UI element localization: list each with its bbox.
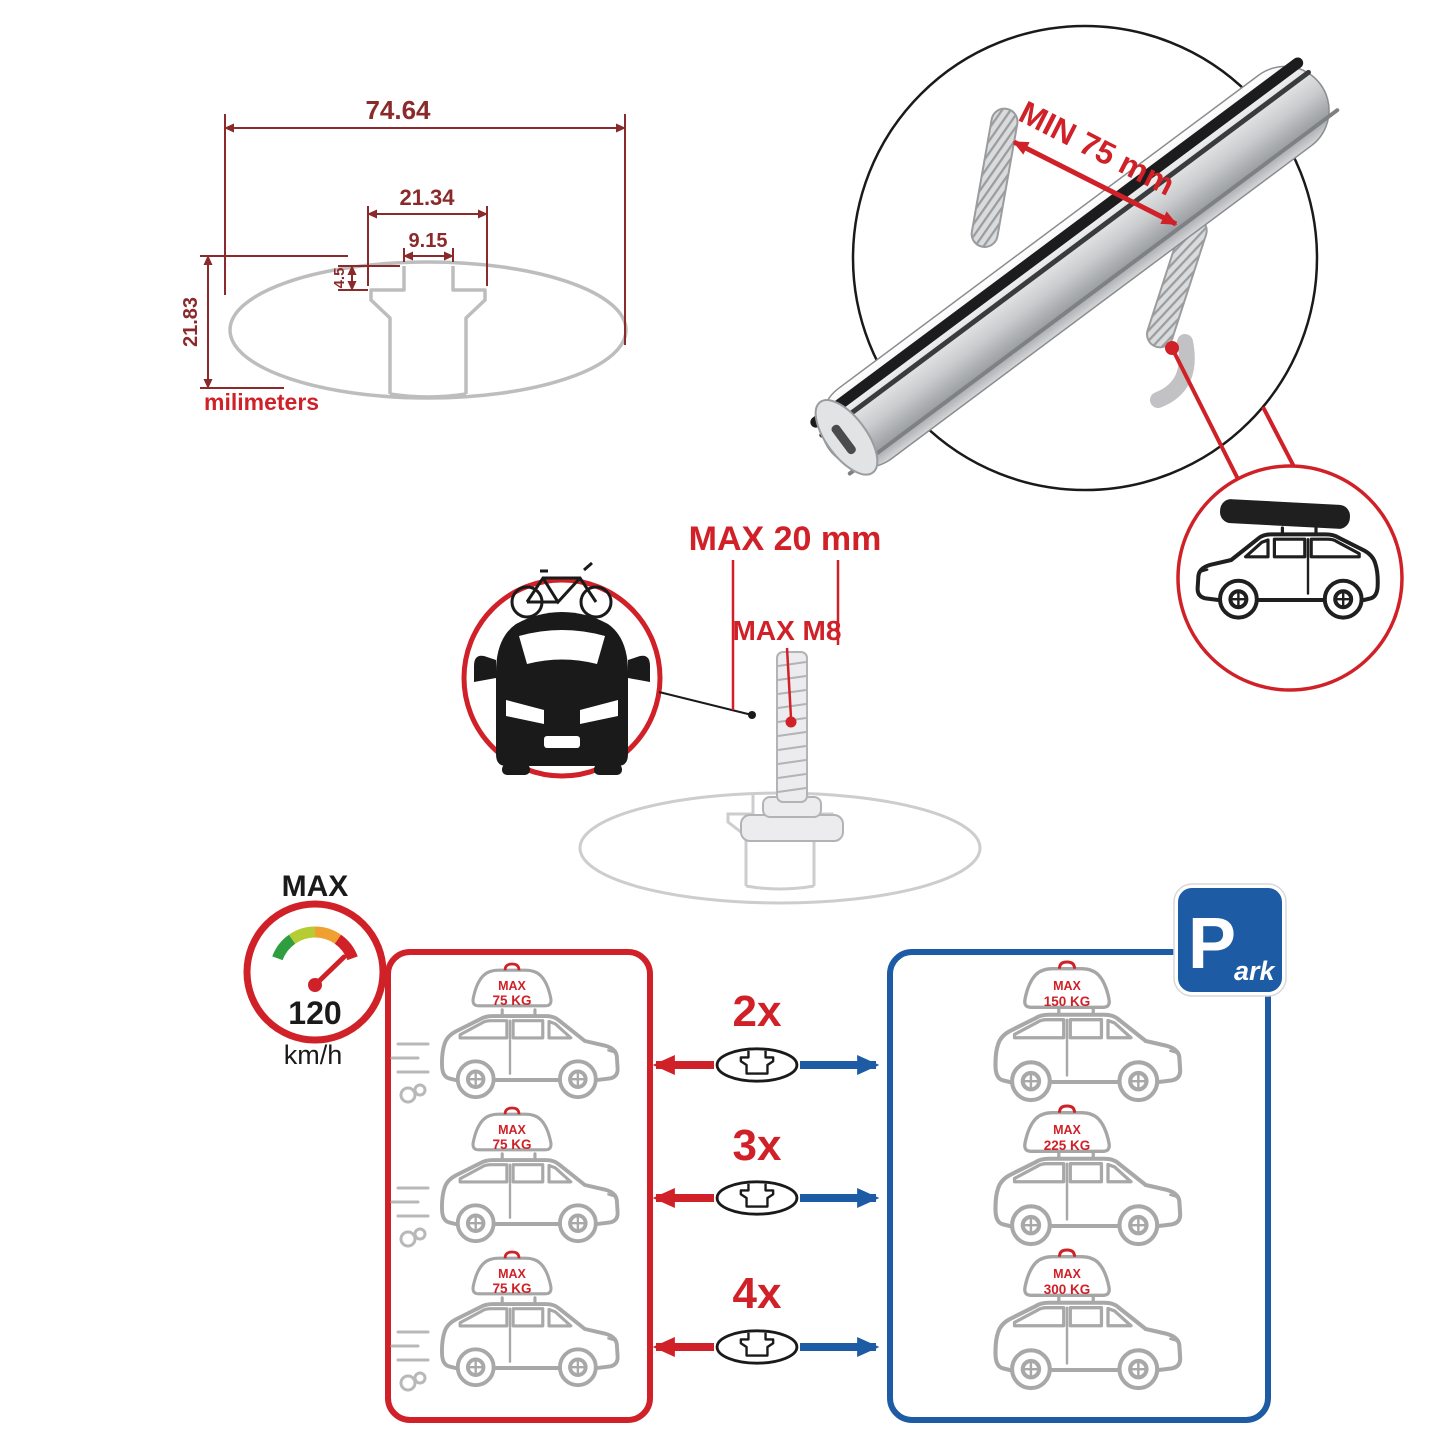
park-letter: P	[1188, 904, 1236, 984]
dim-slot-width: 9.15	[409, 230, 448, 252]
motion-lines	[390, 1042, 430, 1104]
bar-profile-icon	[715, 1180, 799, 1216]
units-label: milimeters	[204, 389, 319, 415]
leader-line	[785, 647, 793, 719]
parked-car-row: MAX 300 KG	[995, 1248, 1180, 1388]
park-rest: ark	[1234, 956, 1277, 986]
bag-max-label: MAX	[498, 1123, 526, 1137]
bag-kg-label: 150 KG	[1044, 994, 1091, 1009]
bolt-diagram: MAX 20 mm MAX M8	[578, 520, 982, 905]
bag-kg-label: 75 KG	[492, 1137, 531, 1152]
profile-channel	[369, 266, 487, 399]
bag-kg-label: 75 KG	[492, 1281, 531, 1296]
bar-count-row: 3x	[652, 1121, 880, 1216]
profile-ellipse	[228, 260, 628, 400]
driving-panel: MAX 75 KG MAX 75 KG	[385, 949, 653, 1423]
bar-count-label: 3x	[733, 1121, 782, 1170]
cross-section-diagram: 74.64 21.34 9.15 4.5 21.83 milimeters	[180, 95, 628, 415]
bag-max-label: MAX	[1053, 1267, 1081, 1281]
bag-max-label: MAX	[1053, 979, 1081, 993]
bag-max-label: MAX	[498, 979, 526, 993]
roofbox-car-badge	[1176, 464, 1404, 692]
park-sign: P ark	[1173, 883, 1287, 997]
dim-slot-depth: 4.5	[331, 268, 348, 289]
bicycle-icon	[510, 561, 613, 619]
motion-lines	[390, 1330, 430, 1392]
bag-kg-label: 75 KG	[492, 993, 531, 1008]
dim-channel-width: 21.34	[399, 185, 455, 210]
bar-count-label: 4x	[733, 1269, 782, 1318]
max-length-label: MAX 20 mm	[689, 520, 882, 558]
bar-count-row: 4x	[652, 1269, 880, 1365]
parked-car-row: MAX 150 KG	[995, 960, 1180, 1100]
leader-dot	[748, 711, 756, 719]
gauge-value: 120	[288, 995, 341, 1031]
parked-car-row: MAX 225 KG	[995, 1104, 1180, 1244]
crossbar	[810, 57, 1340, 476]
min-distance-arrow	[1012, 139, 1178, 227]
bag-kg-label: 300 KG	[1044, 1282, 1091, 1297]
driving-car-row: MAX 75 KG	[390, 1250, 620, 1392]
bar-profile-icon	[715, 1329, 799, 1365]
gauge-pivot	[308, 978, 322, 992]
car-front-icon	[474, 612, 650, 775]
speed-limit-gauge: MAX 120 km/h	[243, 870, 387, 1070]
roof-box-icon	[1220, 499, 1350, 529]
gauge-unit: km/h	[284, 1040, 343, 1070]
bag-max-label: MAX	[1053, 1123, 1081, 1137]
bar-count-label: 2x	[733, 987, 782, 1036]
bike-car-badge	[461, 561, 756, 779]
clamp-strap	[970, 107, 1208, 408]
gauge-arc	[272, 926, 358, 961]
max-thread-label: MAX M8	[733, 615, 842, 646]
bar-render: MIN 75 mm	[810, 24, 1404, 692]
zoom-circle	[851, 24, 1319, 492]
dim-total-width: 74.64	[365, 95, 431, 125]
bag-max-label: MAX	[498, 1267, 526, 1281]
dim-total-height: 21.83	[180, 297, 202, 347]
driving-car-row: MAX 75 KG	[390, 1106, 620, 1248]
gauge-title: MAX	[282, 870, 349, 903]
bar-count-row: 2x	[652, 987, 880, 1083]
gauge-ring	[243, 900, 387, 1044]
connector-line	[1170, 347, 1249, 498]
motion-lines	[390, 1186, 430, 1248]
leader-dot	[785, 716, 797, 728]
dimension-lines	[200, 114, 626, 389]
bar-profile-icon	[715, 1047, 799, 1083]
bag-kg-label: 225 KG	[1044, 1138, 1091, 1153]
bar-count-column: 2x 3x 4x	[652, 987, 880, 1365]
leader-line	[658, 691, 753, 716]
parking-panel: MAX 150 KG MAX 225 KG MAX 300 KG	[887, 949, 1271, 1423]
driving-car-row: MAX 75 KG	[390, 962, 620, 1104]
